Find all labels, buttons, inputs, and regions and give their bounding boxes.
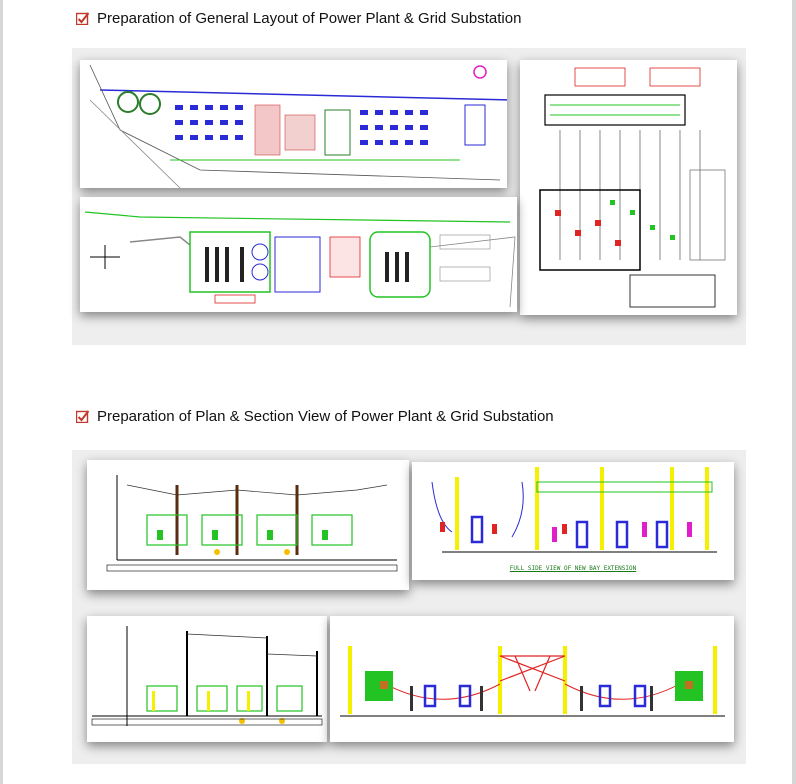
section-heading-general-layout: Preparation of General Layout of Power P… (76, 10, 521, 27)
plant-general-layout-drawing (80, 60, 507, 188)
page-left-edge (0, 0, 3, 784)
grid-substation-section-drawing (87, 616, 327, 742)
checkbox-checked-icon (76, 410, 89, 423)
checkbox-checked-icon (76, 12, 89, 25)
power-plant-section-drawing (87, 460, 409, 590)
section-title: Preparation of Plan & Section View of Po… (97, 408, 554, 425)
power-plant-layout-drawing (80, 197, 517, 312)
new-bay-extension-section-drawing: FULL SIDE VIEW OF NEW BAY EXTENSION (412, 462, 734, 580)
substation-gantry-section-drawing (330, 616, 734, 742)
section-title: Preparation of General Layout of Power P… (97, 10, 522, 27)
grid-substation-layout-drawing (520, 60, 737, 315)
section-heading-plan-section: Preparation of Plan & Section View of Po… (76, 408, 554, 425)
page-right-edge (792, 0, 796, 784)
section-view-caption: FULL SIDE VIEW OF NEW BAY EXTENSION (509, 565, 637, 572)
